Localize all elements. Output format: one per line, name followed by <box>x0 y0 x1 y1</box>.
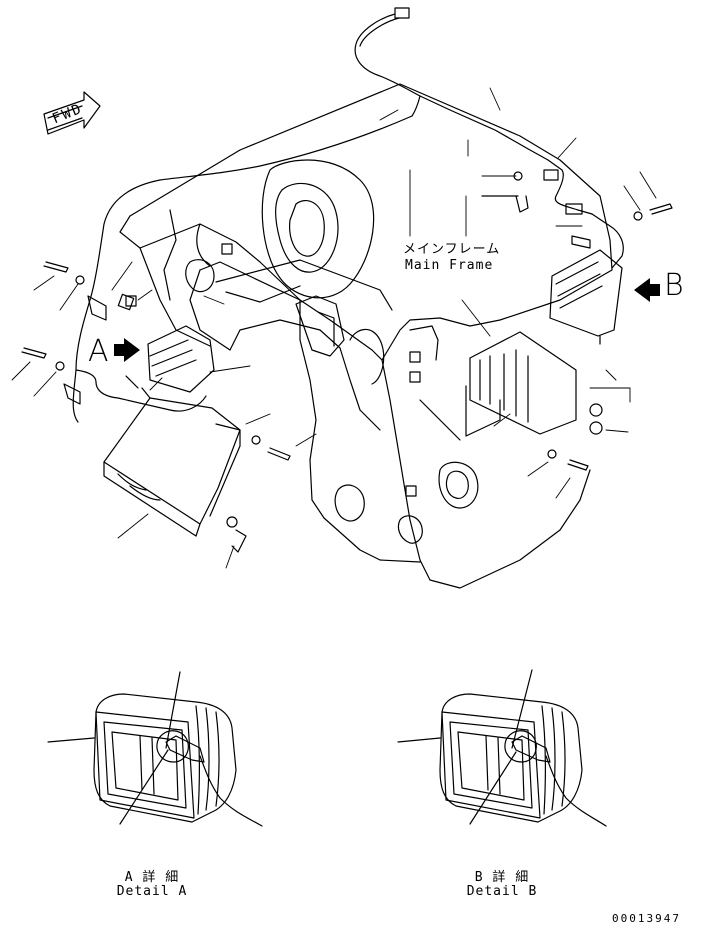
work-light-a <box>103 325 247 553</box>
detail-a-caption-en: Detail A <box>116 884 188 899</box>
callout-arrow-b-icon <box>634 278 660 302</box>
drawing-number: 00013947 <box>612 912 681 925</box>
callout-b-label: B <box>664 268 685 303</box>
detail-a-caption-jp: A 詳 細 <box>124 870 180 885</box>
leader-lines <box>11 87 657 569</box>
detail-b-lamp <box>397 669 607 827</box>
callout-a-label: A <box>88 334 110 369</box>
main-frame-label-en: Main Frame <box>405 258 494 273</box>
work-light-b <box>465 249 623 437</box>
wiring-harness <box>72 7 624 423</box>
main-frame-label-jp: メインフレーム <box>403 242 501 257</box>
detail-a-lamp <box>47 671 263 827</box>
callout-arrow-a-icon <box>114 338 140 362</box>
main-frame <box>119 83 613 589</box>
fasteners <box>21 169 673 471</box>
detail-b-caption-jp: B 詳 細 <box>474 870 530 885</box>
detail-b-caption-en: Detail B <box>466 884 538 899</box>
fwd-arrow-icon <box>43 91 101 135</box>
